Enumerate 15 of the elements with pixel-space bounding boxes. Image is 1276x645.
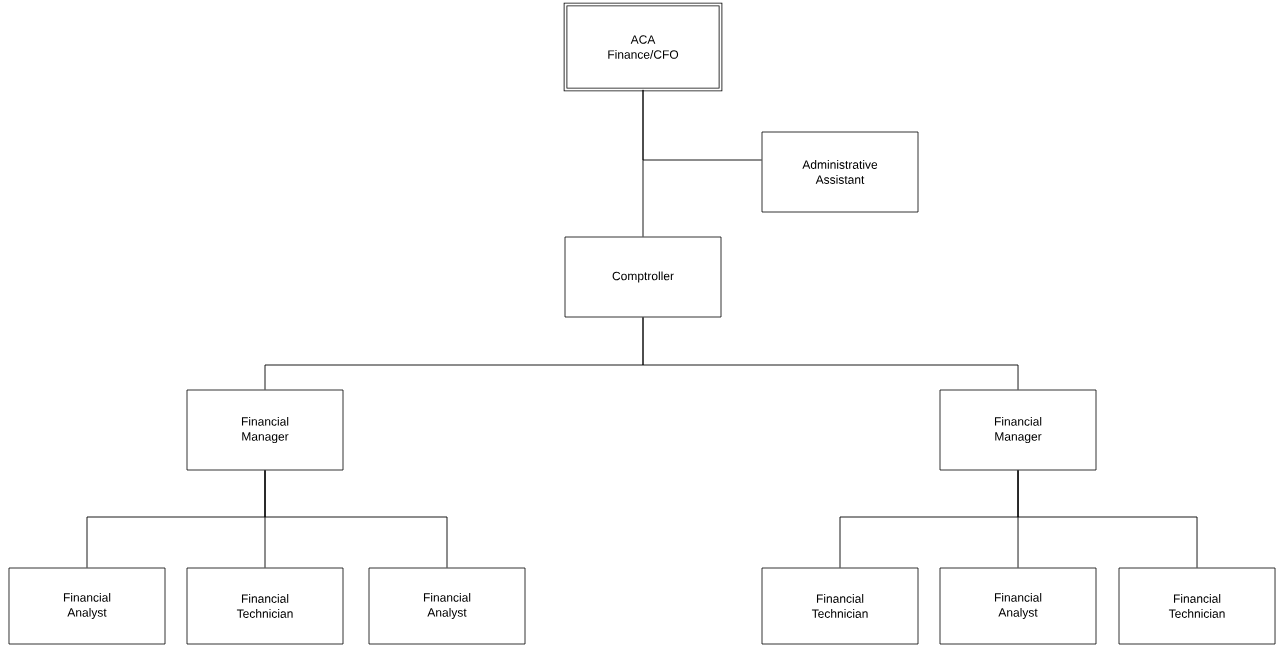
connector-line [264, 469, 448, 569]
org-box: Financial Technician [1118, 567, 1276, 645]
org-box: Financial Analyst [939, 567, 1097, 645]
org-box: Financial Technician [761, 567, 919, 645]
org-box: Financial Analyst [368, 567, 526, 645]
org-box: Administrative Assistant [761, 131, 919, 213]
connector-line [642, 89, 644, 238]
connector-line [642, 316, 1019, 391]
org-box: Financial Manager [939, 389, 1097, 471]
org-box: Financial Manager [186, 389, 344, 471]
org-box: Financial Analyst [8, 567, 166, 645]
org-box: Financial Technician [186, 567, 344, 645]
org-box: ACA Finance/CFO [563, 2, 723, 92]
connector-line [1017, 469, 1198, 569]
org-box: Comptroller [564, 236, 722, 318]
